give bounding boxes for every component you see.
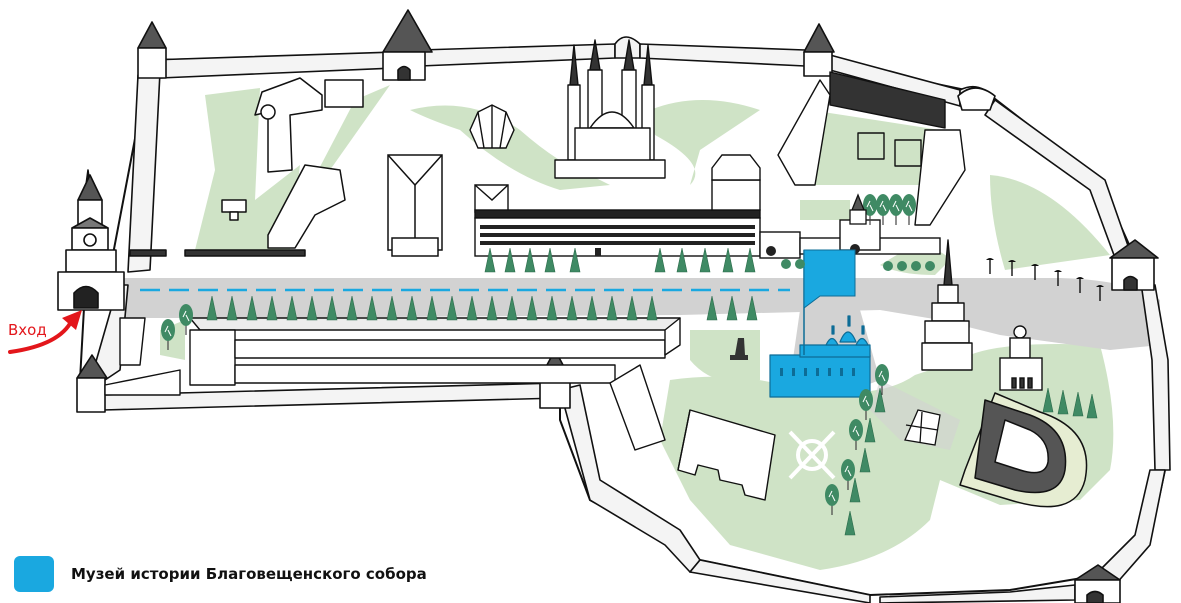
- fortress-walls: [94, 36, 1171, 603]
- central-building: [387, 154, 443, 257]
- legend: Музей истории Благовещенского собора: [14, 556, 427, 592]
- horseshoe-building: [959, 392, 1088, 508]
- museum-flag-marker-icon: [803, 249, 856, 355]
- northeast-barracks: [777, 71, 966, 226]
- trees: [160, 193, 1098, 536]
- small-church: [999, 325, 1043, 391]
- legend-label-museum: Музей истории Благовещенского собора: [71, 565, 427, 583]
- annunciation-cathedral-museum: [769, 315, 871, 398]
- southwest-barracks: [104, 317, 681, 451]
- spasskaya-tower: [57, 169, 125, 311]
- entrance-arrow-icon: [8, 318, 74, 354]
- southern-building: [677, 409, 776, 501]
- legend-swatch-museum: [14, 556, 54, 592]
- small-square-building: [904, 409, 941, 446]
- gate-tower: [849, 193, 867, 225]
- buildings-northwest: [129, 77, 364, 257]
- pavilion: [469, 104, 515, 149]
- entrance-label: Вход: [8, 321, 47, 339]
- monument-icon: [730, 338, 748, 360]
- circular-garden: [788, 430, 836, 480]
- entrance-arrowhead-icon: [62, 310, 82, 330]
- syuyumbike-tower: [921, 239, 973, 371]
- kul-sharif-mosque: [554, 39, 666, 179]
